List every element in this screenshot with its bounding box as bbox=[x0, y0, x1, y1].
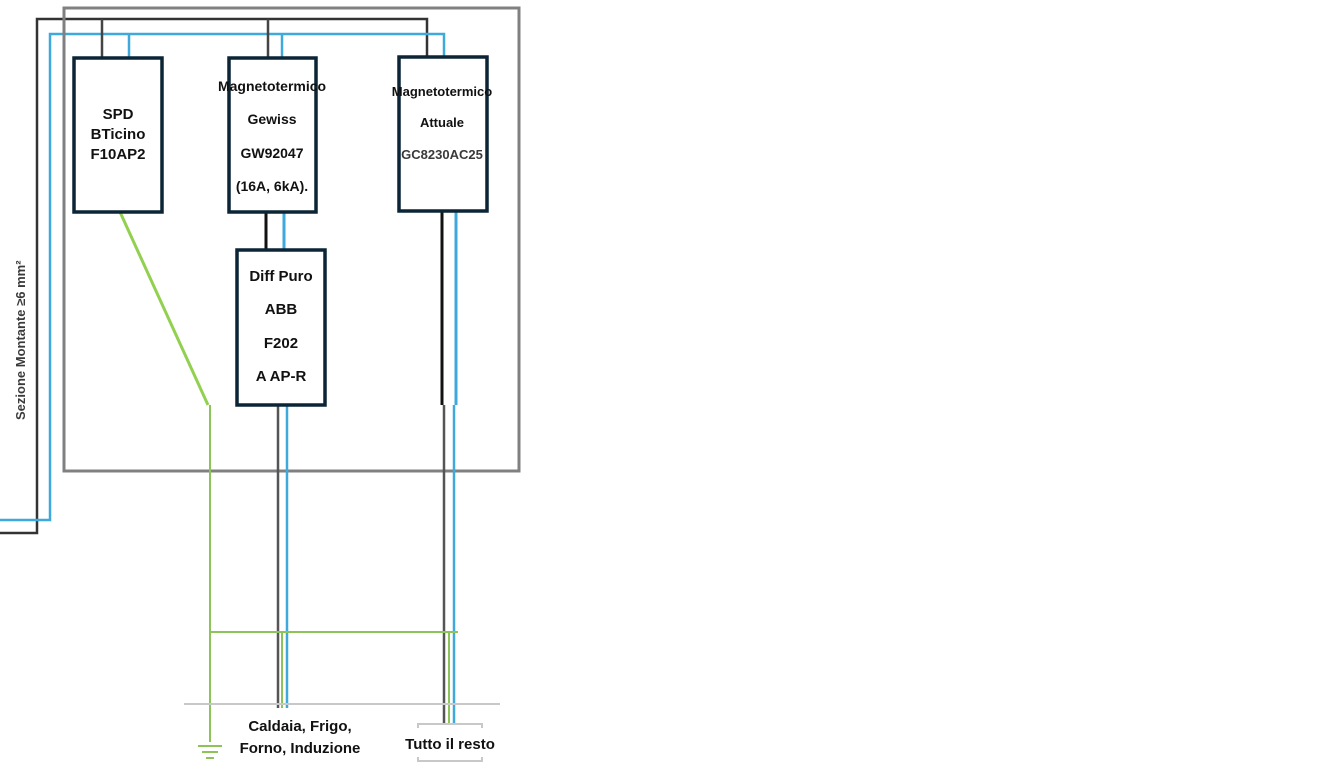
ground-icon bbox=[198, 745, 222, 759]
spd-line-2: BTicino bbox=[91, 126, 146, 143]
load-dedicated-line-2: Forno, Induzione bbox=[240, 740, 361, 757]
enclosure bbox=[62, 6, 521, 473]
mcb-attuale-line-1: Magnetotermico bbox=[392, 84, 492, 99]
mcb-gewiss-line-1: Magnetotermico bbox=[218, 78, 326, 94]
load-rest-bracket bbox=[417, 723, 483, 762]
rcd-line-3: F202 bbox=[264, 335, 298, 352]
spd-line-3: F10AP2 bbox=[90, 146, 145, 163]
rcd-line-1: Diff Puro bbox=[249, 268, 312, 285]
riser-label: Sezione Montante ≥6 mm² bbox=[13, 260, 28, 420]
riser-wires bbox=[0, 17, 446, 535]
mcb-gewiss-line-2: Gewiss bbox=[247, 111, 296, 127]
rcd-line-4: A AP-R bbox=[256, 368, 307, 385]
device-rcd-abb[interactable]: Diff Puro ABB F202 A AP-R bbox=[235, 248, 327, 407]
mcb-gewiss-line-4: (16A, 6kA). bbox=[236, 178, 308, 194]
load-dedicated-line-1: Caldaia, Frigo, bbox=[248, 718, 351, 735]
load-rest-label: Tutto il resto bbox=[405, 736, 495, 753]
riser-neutral-wire bbox=[0, 32, 446, 522]
device-mcb-gewiss[interactable]: Magnetotermico Gewiss GW92047 (16A, 6kA)… bbox=[218, 56, 326, 214]
spd-line-1: SPD bbox=[103, 106, 134, 123]
mcb-attuale-line-2: Attuale bbox=[420, 115, 464, 130]
device-mcb-attuale[interactable]: Magnetotermico Attuale GC8230AC25 bbox=[392, 55, 492, 213]
spd-earth-diagonal bbox=[118, 211, 210, 406]
rcd-line-2: ABB bbox=[265, 301, 298, 318]
mcb-gewiss-line-3: GW92047 bbox=[240, 145, 303, 161]
riser-phase-wire bbox=[0, 17, 429, 535]
device-spd[interactable]: SPD BTicino F10AP2 bbox=[72, 56, 164, 214]
earth-wiring bbox=[118, 211, 458, 759]
mcb-attuale-line-3: GC8230AC25 bbox=[401, 147, 483, 162]
